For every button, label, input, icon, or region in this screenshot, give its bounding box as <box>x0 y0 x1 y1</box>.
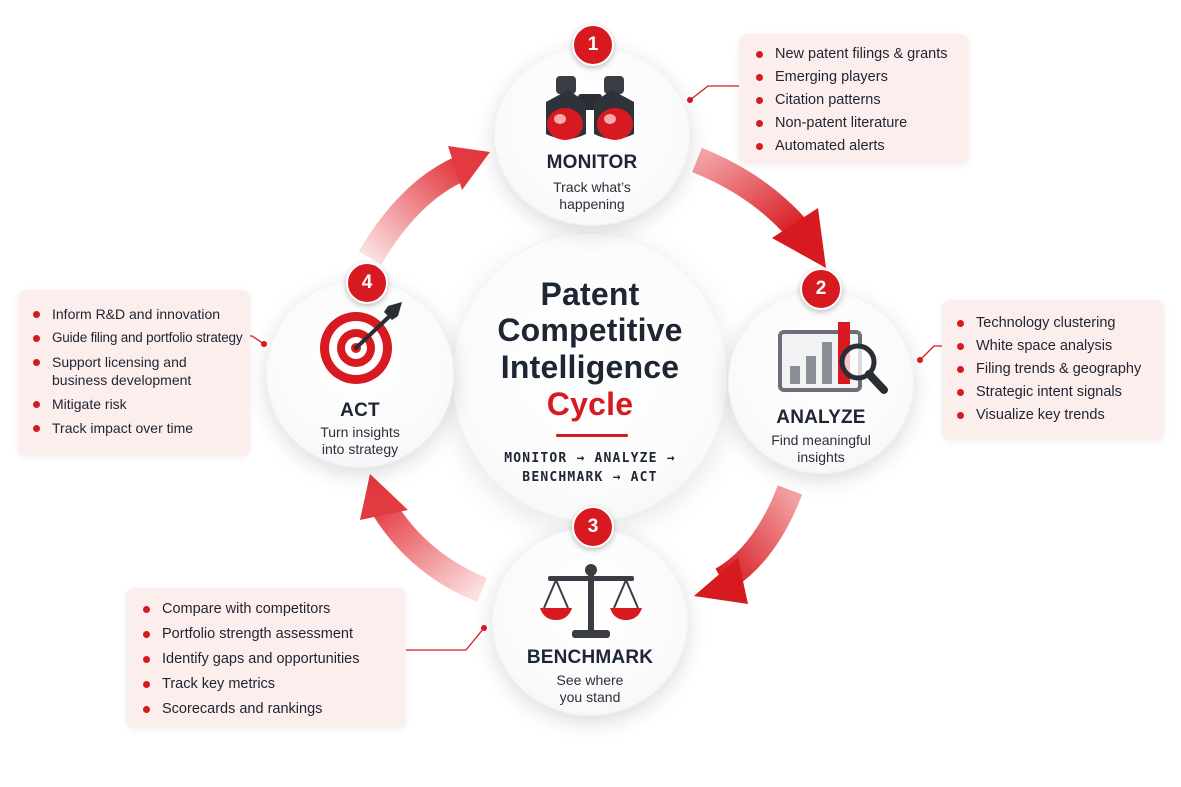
center-title-line-4: Cycle <box>546 386 634 422</box>
arrowhead-benchmark <box>694 558 748 604</box>
stage-act-subtitle-2: into strategy <box>321 441 399 457</box>
binoculars-icon <box>546 76 634 140</box>
arrow-monitor-to-analyze <box>692 147 810 241</box>
connector-monitor <box>689 85 740 101</box>
stage-benchmark-badge: 3 <box>572 506 614 548</box>
stage-analyze-title: ANALYZE <box>776 407 866 428</box>
list-item: Guide filing and portfolio strategy <box>30 329 244 347</box>
arrowhead-analyze <box>772 208 826 268</box>
stage-monitor-circle <box>494 46 690 226</box>
list-item: New patent filings & grants <box>753 45 959 63</box>
center-disc <box>452 232 728 522</box>
center-title-line-1: Patent <box>540 276 640 312</box>
list-item: Compare with competitors <box>140 600 398 618</box>
list-item: Visualize key trends <box>954 406 1156 424</box>
list-item: Citation patterns <box>753 91 959 109</box>
list-item: Emerging players <box>753 68 959 86</box>
list-item: White space analysis <box>954 337 1156 355</box>
list-item: Non-patent literature <box>753 114 959 132</box>
list-item: Inform R&D and innovation <box>30 305 244 323</box>
list-item: Portfolio strength assessment <box>140 625 398 643</box>
stage-analyze-subtitle-2: insights <box>797 449 845 465</box>
panel-monitor: New patent filings & grants Emerging pla… <box>739 34 969 164</box>
scales-icon <box>540 564 642 638</box>
stage-act-title: ACT <box>340 400 380 421</box>
connector-benchmark <box>406 627 485 651</box>
stage-monitor-title: MONITOR <box>546 152 638 173</box>
list-item: Filing trends & geography <box>954 360 1156 378</box>
target-arrow-icon <box>320 302 402 384</box>
list-item: Scorecards and rankings <box>140 700 398 718</box>
list-item: Track key metrics <box>140 675 398 693</box>
stage-monitor-subtitle-2: happening <box>559 196 625 212</box>
flow-line-2: BENCHMARK → ACT <box>522 470 658 485</box>
stage-analyze-badge: 2 <box>800 268 842 310</box>
panel-act: Inform R&D and innovation Guide filing a… <box>18 290 250 456</box>
stage-analyze-subtitle-1: Find meaningful <box>771 432 871 448</box>
list-item: Strategic intent signals <box>954 383 1156 401</box>
center-title-line-2: Competitive <box>497 312 683 348</box>
stage-act-badge: 4 <box>346 262 388 304</box>
list-item: Mitigate risk <box>30 395 244 413</box>
list-item: Identify gaps and opportunities <box>140 650 398 668</box>
panel-analyze: Technology clustering White space analys… <box>942 300 1164 440</box>
panel-benchmark: Compare with competitors Portfolio stren… <box>126 588 406 728</box>
list-item: Technology clustering <box>954 314 1156 332</box>
stage-monitor-subtitle-1: Track what’s <box>553 179 631 195</box>
connector-act <box>250 335 265 345</box>
list-item: Automated alerts <box>753 137 959 155</box>
stage-act-subtitle-1: Turn insights <box>320 424 400 440</box>
chart-magnifier-icon <box>778 322 888 394</box>
stage-benchmark-subtitle-1: See where <box>556 672 624 688</box>
center-title-line-3: Intelligence <box>500 349 680 385</box>
list-item: Track impact over time <box>30 419 244 437</box>
arrow-act-to-monitor <box>358 156 468 265</box>
stage-benchmark-title: BENCHMARK <box>526 647 654 668</box>
stage-benchmark-subtitle-2: you stand <box>559 689 621 705</box>
flow-line-1: MONITOR → ANALYZE → <box>504 451 676 466</box>
center-divider <box>556 434 628 437</box>
stage-monitor-badge: 1 <box>572 24 614 66</box>
arrowhead-act <box>360 474 408 520</box>
list-item: Support licensing and business developme… <box>30 353 244 389</box>
arrow-benchmark-to-act <box>374 502 488 603</box>
connector-analyze <box>919 345 944 361</box>
arrowhead-monitor <box>448 146 490 190</box>
